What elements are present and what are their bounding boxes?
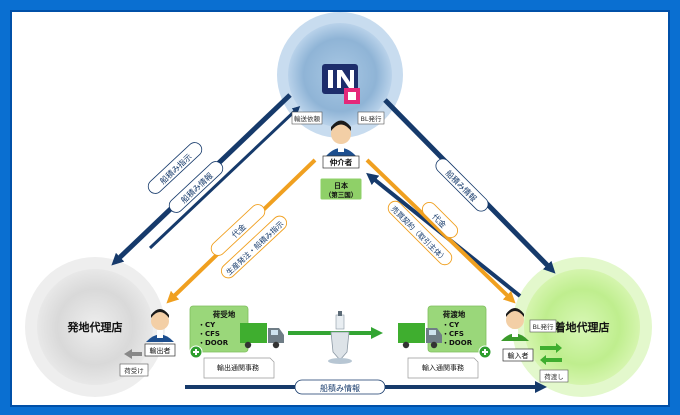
exchange-arrows-icon [540, 343, 562, 365]
importer-person-icon [501, 308, 529, 341]
svg-text:BL発行: BL発行 [360, 114, 382, 123]
receipt-place-box: 荷受地 ・CY ・CFS ・DOOR [189, 305, 249, 353]
receipt-truck-icon [240, 323, 284, 349]
import-document-icon: 輸入通関事務 [407, 357, 479, 379]
origin-agent-title: 発地代理店 [67, 320, 123, 334]
svg-text:荷渡地: 荷渡地 [442, 309, 466, 319]
broker-label: 仲介者 [322, 155, 360, 169]
svg-text:荷受地: 荷受地 [212, 309, 236, 319]
tag-cargo-deliver: 荷渡し [539, 369, 569, 383]
svg-text:・CY: ・CY [442, 321, 460, 329]
origin-circle [37, 269, 153, 385]
delivery-truck-icon [398, 323, 442, 349]
label-right-outer: 船積み情報 [435, 158, 489, 212]
svg-text:・CFS: ・CFS [198, 330, 220, 338]
plus-icon [478, 345, 492, 359]
exporter-person-icon [146, 309, 174, 342]
svg-text:輸出者: 輸出者 [150, 346, 171, 355]
svg-text:輸出通関事務: 輸出通関事務 [217, 363, 259, 372]
ship-icon [328, 311, 352, 364]
export-document-icon: 輸出通関事務 [203, 357, 275, 379]
svg-text:船積み情報: 船積み情報 [320, 383, 360, 393]
delivery-place-box: 荷渡地 ・CY ・CFS ・DOOR [427, 305, 487, 353]
svg-text:仲介者: 仲介者 [330, 157, 353, 167]
svg-text:輸入者: 輸入者 [508, 351, 529, 360]
broker-person-icon [326, 120, 356, 156]
tag-transport-request: 輸送依頼 [291, 111, 323, 125]
svg-text:・CY: ・CY [198, 321, 216, 329]
svg-text:・DOOR: ・DOOR [198, 339, 229, 347]
svg-text:輸送依頼: 輸送依頼 [294, 114, 321, 123]
svg-text:船積み指示: 船積み指示 [158, 151, 194, 186]
svg-text:船積み情報: 船積み情報 [444, 168, 479, 203]
svg-text:・DOOR: ・DOOR [442, 339, 473, 347]
svg-text:（第三国）: （第三国） [325, 190, 358, 199]
svg-text:輸入通関事務: 輸入通関事務 [422, 363, 464, 372]
svg-text:・CFS: ・CFS [442, 330, 464, 338]
svg-text:BL発行: BL発行 [532, 322, 554, 331]
logo-icon [322, 64, 360, 104]
dest-circle [524, 269, 640, 385]
plus-icon [189, 345, 203, 359]
exporter-out-arrow-icon [124, 349, 142, 359]
arrow-origin-to-broker [148, 105, 301, 250]
svg-text:荷渡し: 荷渡し [544, 372, 564, 381]
tag-bl-issue-right: BL発行 [529, 319, 557, 333]
svg-text:船積み情報: 船積み情報 [179, 170, 215, 205]
exporter-label: 輸出者 [144, 343, 176, 357]
japan-box: 日本 （第三国） [319, 177, 363, 201]
importer-label: 輸入者 [502, 348, 534, 362]
label-bottom: 船積み情報 [294, 379, 386, 395]
dest-agent-title: 着地代理店 [554, 320, 610, 334]
tag-cargo-receive: 荷受け [119, 363, 149, 377]
svg-text:荷受け: 荷受け [124, 366, 144, 375]
svg-text:日本: 日本 [334, 181, 348, 190]
tag-bl-issue-top: BL発行 [357, 111, 385, 125]
